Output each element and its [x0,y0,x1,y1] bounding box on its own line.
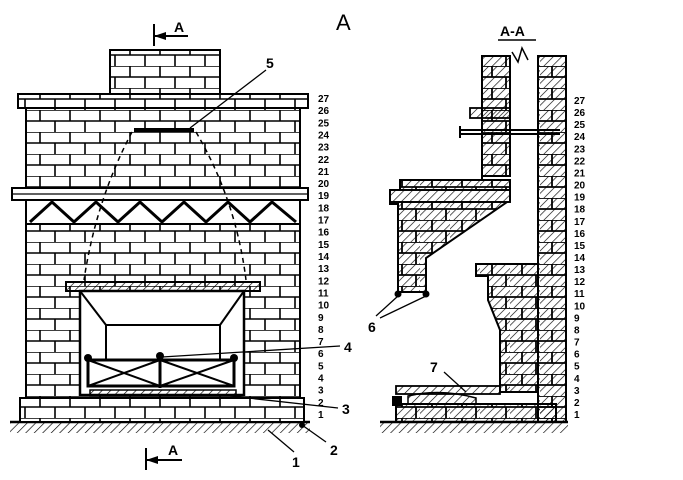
front-course-27: 27 [318,94,330,105]
section-course-12: 12 [574,277,586,288]
section-top-ledge [469,107,511,119]
callout-4-label: 4 [344,339,352,355]
section-course-11: 11 [574,289,585,300]
section-course-9: 9 [574,313,580,324]
section-smoke-shelf [475,263,539,393]
section-course-25: 25 [574,120,586,131]
front-course-18: 18 [318,203,330,214]
front-hood [25,107,301,191]
front-callouts: 5 4 3 2 1 [161,55,352,470]
section-course-19: 19 [574,193,586,204]
front-course-2: 2 [318,398,324,409]
section-mark-top: A [153,19,188,46]
front-course-21: 21 [318,167,330,178]
section-course-22: 22 [574,156,586,167]
front-course-17: 17 [318,216,330,227]
front-course-15: 15 [318,240,330,251]
front-course-24: 24 [318,131,330,142]
section-course-18: 18 [574,205,586,216]
front-hood-dashed [83,131,247,281]
front-view-title: A [336,10,351,35]
front-course-1: 1 [318,410,324,421]
front-course-13: 13 [318,264,330,275]
section-course-8: 8 [574,326,580,337]
section-course-21: 21 [574,169,586,180]
section-callouts: 6 7 [368,295,467,393]
section-back-wall [537,55,567,423]
front-course-14: 14 [318,252,330,263]
section-course-3: 3 [574,386,580,397]
front-top-cornice [17,93,309,109]
front-chimney [109,49,221,95]
section-course-23: 23 [574,144,586,155]
callout-7-label: 7 [430,359,438,375]
section-ground [380,420,568,433]
section-course-numbers: 2726252423222120191817161514131211109876… [574,96,586,421]
front-course-3: 3 [318,386,324,397]
section-course-10: 10 [574,301,586,312]
section-course-14: 14 [574,253,586,264]
front-course-10: 10 [318,301,330,312]
callout-3-label: 3 [342,401,350,417]
section-course-4: 4 [574,374,580,385]
front-ground [10,420,310,433]
section-course-2: 2 [574,398,580,409]
callout-5-label: 5 [266,55,274,71]
front-zigzag-band [25,199,301,225]
front-course-22: 22 [318,155,330,166]
section-course-16: 16 [574,229,586,240]
grate [84,352,238,388]
section-course-7: 7 [574,338,580,349]
section-course-5: 5 [574,362,580,373]
callout-6-label: 6 [368,319,376,335]
front-view: A A A 2726252423222120191817161514131211… [10,10,352,470]
section-course-13: 13 [574,265,586,276]
front-course-4: 4 [318,374,324,385]
section-mark-top-label: A [174,19,184,35]
front-course-7: 7 [318,337,324,348]
section-hearth [392,385,557,423]
front-course-numbers: 2726252423222120191817161514131211109876… [318,94,330,421]
front-course-16: 16 [318,228,330,239]
front-course-19: 19 [318,191,330,202]
front-course-23: 23 [318,143,330,154]
section-view: A-A [368,23,586,433]
section-course-6: 6 [574,350,580,361]
front-course-6: 6 [318,349,324,360]
front-course-9: 9 [318,313,324,324]
hearth [89,389,237,397]
front-course-5: 5 [318,361,324,372]
callout-2-label: 2 [330,442,338,458]
section-course-1: 1 [574,410,580,421]
section-mark-bottom: A [145,442,182,470]
front-course-20: 20 [318,179,330,190]
section-course-27: 27 [574,96,586,107]
front-course-11: 11 [318,289,329,300]
front-course-8: 8 [318,325,324,336]
front-base [19,397,305,423]
section-view-title: A-A [500,23,525,39]
front-course-25: 25 [318,118,330,129]
callout-1-label: 1 [292,454,300,470]
section-course-17: 17 [574,217,586,228]
section-course-26: 26 [574,108,586,119]
section-damper [459,126,560,138]
section-mark-bottom-label: A [168,442,178,458]
section-course-15: 15 [574,241,586,252]
section-course-20: 20 [574,181,586,192]
front-course-12: 12 [318,276,330,287]
front-course-26: 26 [318,106,330,117]
section-course-24: 24 [574,132,586,143]
front-lintel [65,281,261,292]
